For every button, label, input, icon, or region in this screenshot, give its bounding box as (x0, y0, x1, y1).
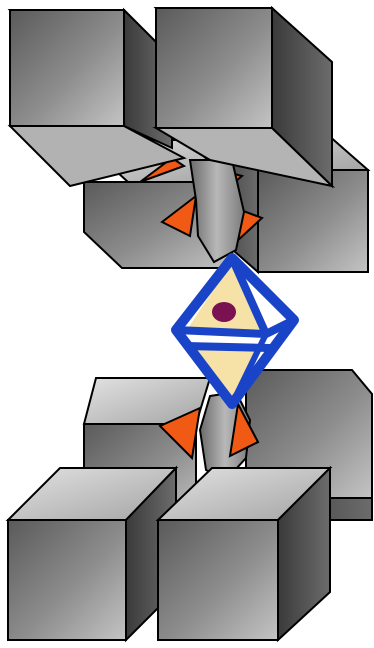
lower-front-right-cube (158, 468, 330, 640)
lower-front-left-cube (8, 468, 176, 640)
atom-icon (212, 302, 236, 322)
